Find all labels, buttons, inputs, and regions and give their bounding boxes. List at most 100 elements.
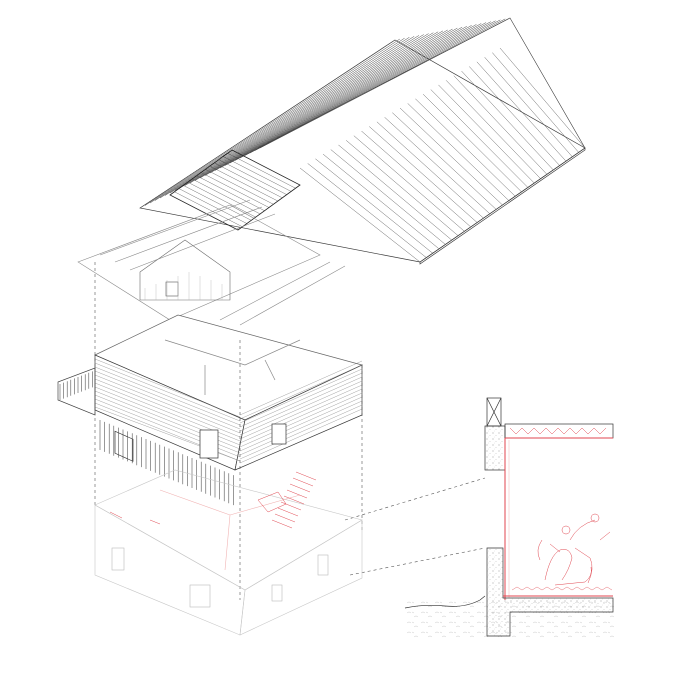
roof-batten — [234, 22, 487, 161]
log-line-right — [239, 388, 363, 444]
roof-batten — [184, 31, 439, 186]
attic-window — [165, 281, 179, 297]
roof-layer — [139, 17, 586, 265]
roof-plank — [461, 70, 554, 171]
log-line-left — [94, 362, 241, 422]
section-floor-insulation — [511, 586, 613, 591]
log-line-left — [94, 374, 241, 434]
roof-plank — [469, 66, 560, 166]
stair-tread — [295, 471, 317, 481]
roof-plank — [346, 140, 459, 236]
log-line-right — [239, 360, 363, 416]
attic-rafters — [99, 199, 346, 326]
roof-batten — [244, 20, 496, 156]
log-line-right — [239, 396, 363, 452]
roof-batten — [199, 28, 453, 179]
log-line-left — [94, 378, 241, 438]
roof-batten — [189, 30, 444, 184]
roof-batten — [144, 38, 400, 206]
upper-interior-walls — [164, 339, 301, 395]
upper-window-3 — [271, 423, 287, 445]
section-stub-cross — [486, 397, 502, 427]
roof-dense-line — [218, 159, 287, 195]
stair-tread — [283, 495, 305, 505]
upper-floor-layer — [57, 314, 364, 506]
stair-tread — [274, 513, 296, 523]
roof-dense-line — [178, 188, 247, 224]
ground-window-4 — [271, 584, 283, 602]
roof-batten — [239, 21, 491, 159]
roof-planks — [299, 47, 586, 263]
roof-batten — [209, 26, 463, 174]
roof-batten — [259, 17, 511, 149]
roof-batten — [224, 24, 477, 166]
roof-dense-line — [223, 156, 292, 192]
section-ceiling-insulation — [509, 427, 607, 435]
roof-batten — [194, 29, 448, 181]
roof-plank — [330, 149, 446, 245]
upper-window-2 — [199, 429, 219, 459]
roof-batten — [164, 35, 420, 196]
roof-dense-line — [174, 191, 243, 227]
log-line-right — [239, 376, 363, 432]
roof-dense-line — [183, 185, 252, 221]
roof-plank — [322, 153, 440, 250]
log-line-left — [94, 366, 241, 426]
roof-plank — [484, 57, 573, 157]
roof-plank — [430, 89, 529, 188]
log-line-right — [239, 384, 363, 440]
log-line-left — [94, 370, 241, 430]
roof-plank — [361, 130, 471, 228]
ground-window-3 — [317, 554, 329, 576]
ground-line — [404, 595, 486, 609]
stair-tread — [289, 483, 311, 493]
attic-gable — [139, 239, 231, 301]
ground-right-wall — [239, 519, 363, 636]
roof-plank — [369, 126, 478, 223]
roof-batten — [169, 34, 424, 194]
stair-tread — [277, 507, 299, 517]
wall-section-detail — [404, 397, 615, 640]
roof-ridge-outline — [139, 39, 586, 263]
roof-batten — [254, 18, 506, 151]
roof-plank — [376, 121, 484, 219]
roof-plank — [453, 75, 548, 175]
ground-furniture-sketch — [109, 491, 287, 525]
stair-tread — [292, 477, 314, 487]
roof-plank — [392, 112, 497, 210]
roof-dense-line — [205, 169, 274, 205]
attic-wall-boards — [144, 272, 223, 300]
roof-plank — [499, 47, 586, 149]
roof-batten — [139, 39, 396, 209]
roof-dense-line — [227, 153, 296, 189]
log-line-right — [239, 380, 363, 436]
stair-tread — [280, 501, 302, 511]
ground-window-1 — [111, 547, 125, 571]
roof-plank — [438, 84, 535, 184]
roof-dense-line — [196, 175, 265, 211]
roof-batten — [179, 32, 434, 189]
section-beam — [484, 425, 506, 471]
log-line-left — [94, 358, 241, 418]
ground-floor-layer — [94, 469, 363, 636]
explosion-guide-lines — [94, 262, 486, 600]
log-line-right — [239, 408, 363, 464]
roof-dense-line — [200, 172, 270, 208]
section-foundation — [486, 547, 614, 637]
ground-stairs — [271, 471, 317, 529]
upper-window-1 — [114, 430, 134, 462]
roof-plank — [384, 117, 490, 214]
roof-plank — [338, 144, 452, 241]
roof-batten — [249, 19, 501, 154]
roof-plank — [399, 107, 503, 206]
roof-gable-face — [419, 147, 586, 265]
roof-plank — [422, 93, 522, 193]
roof-batten — [229, 23, 482, 164]
roof-dense-line — [192, 178, 261, 215]
log-line-right — [239, 404, 363, 460]
roof-batten — [149, 37, 405, 204]
log-line-right — [239, 368, 363, 424]
log-line-right — [239, 372, 363, 428]
